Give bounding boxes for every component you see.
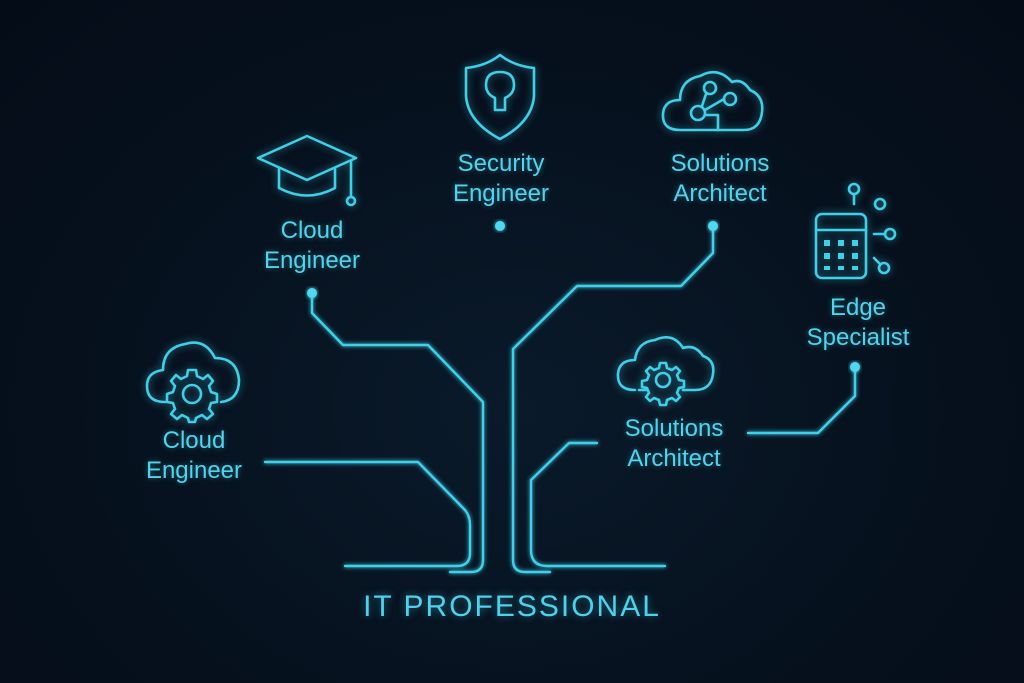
edge-device-icon <box>812 182 902 287</box>
wire-edge-specialist <box>746 366 857 435</box>
wire-solutions-architect-top <box>511 224 715 574</box>
shield-keyhole-icon <box>462 52 538 147</box>
node-dot-edge <box>850 362 860 372</box>
node-dot-security <box>495 221 505 231</box>
wire-cloud-engineer-top <box>310 291 485 574</box>
node-dot-cloud-top <box>307 288 317 298</box>
cloud-network-icon <box>660 62 766 139</box>
node-dot-solutions-top <box>708 221 718 231</box>
root-label-it-professional: IT PROFESSIONAL <box>363 590 661 623</box>
graduation-cap-icon <box>255 128 360 213</box>
cloud-gear-icon <box>615 330 715 415</box>
wire-cloud-engineer-left <box>263 460 472 568</box>
wire-solutions-architect-bottom <box>529 441 667 568</box>
cloud-gear-icon <box>143 334 243 429</box>
